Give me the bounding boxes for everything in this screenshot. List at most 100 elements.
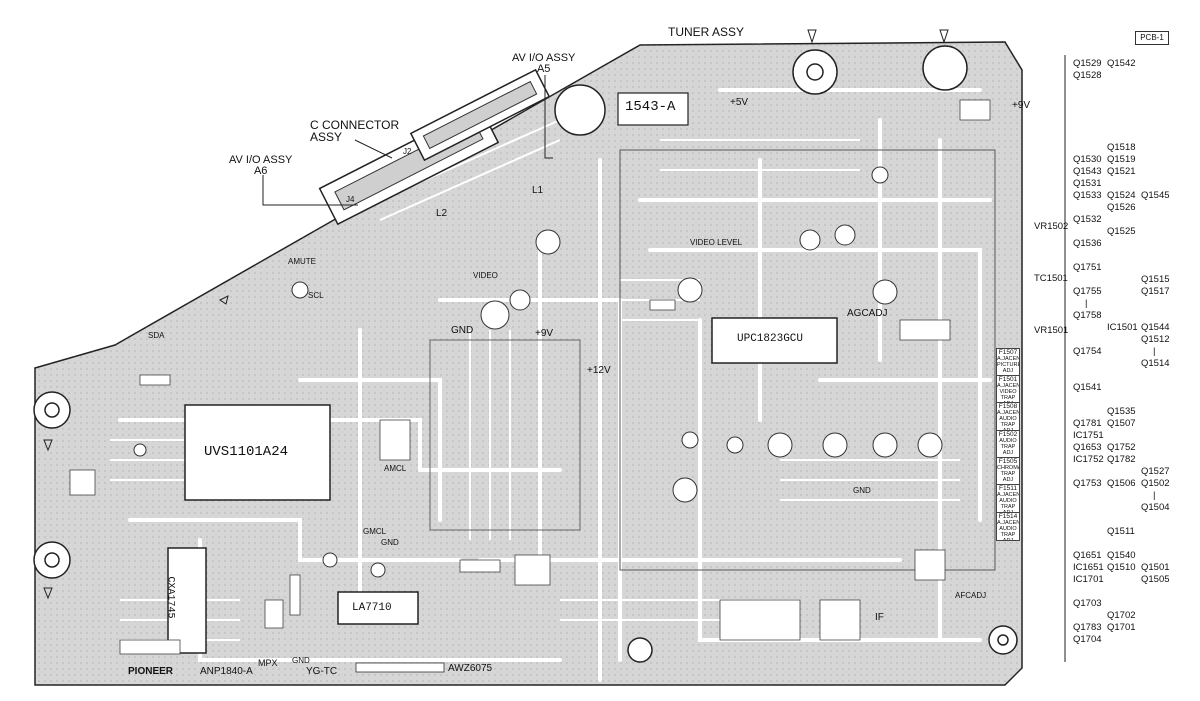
reference-designator	[1073, 250, 1104, 262]
plus9v-a-label: +9V	[535, 328, 554, 339]
reference-designator	[1073, 202, 1104, 214]
ic-cxa-body	[167, 547, 207, 654]
reference-designator: Q1521	[1107, 166, 1136, 177]
triangle-markers	[43, 29, 949, 600]
adjuster-ref: F1514	[998, 513, 1018, 520]
reference-designator	[1141, 430, 1170, 442]
reference-designator	[1141, 226, 1170, 238]
reference-designator	[1073, 82, 1104, 94]
reference-designator: Q1530	[1073, 154, 1102, 165]
reference-designator	[1141, 142, 1170, 154]
reference-designator	[1107, 178, 1138, 190]
reference-designator	[1107, 286, 1138, 298]
reference-designator	[1107, 82, 1138, 94]
pcb-tag: PCB-1	[1135, 31, 1169, 45]
ygtc-label: YG-TC	[306, 666, 338, 677]
sda-label: SDA	[148, 331, 165, 340]
reference-designator	[1141, 130, 1170, 142]
l1-label: L1	[532, 185, 544, 196]
l2-label: L2	[436, 208, 448, 219]
reference-designator	[1141, 58, 1170, 70]
av-io-a6-label: AV I/O ASSY A6	[229, 155, 292, 177]
reference-designator	[1141, 154, 1170, 166]
adjuster-text: AUDIO TRAP ADJ	[999, 438, 1017, 456]
reference-designator: Q1536	[1073, 238, 1102, 249]
reference-designator	[1107, 358, 1138, 370]
ic-upc-body	[711, 317, 838, 364]
ic-la-body	[337, 591, 419, 625]
amute-label: AMUTE	[288, 257, 316, 266]
reference-designator: IC1651	[1073, 562, 1104, 573]
reference-designator: Q1514	[1141, 358, 1170, 369]
agcadj-label: AGCADJ	[847, 308, 888, 319]
video-label: VIDEO	[473, 271, 498, 280]
adjuster-ref: F1505	[998, 458, 1018, 465]
reference-designator: VR1502	[1034, 221, 1069, 232]
reference-designator	[1073, 274, 1104, 286]
reference-designator: Q1531	[1073, 178, 1102, 189]
ref-col-1: VR1502 TC1501 VR1501	[1034, 214, 1068, 344]
reference-designator	[1141, 106, 1170, 118]
gnd2-label: GND	[381, 538, 399, 547]
reference-designator: |	[1085, 298, 1088, 309]
adjuster-text: A.JACENT VIDEO TRAP ADJ	[997, 383, 1020, 403]
gnd3-label: GND	[853, 486, 871, 495]
reference-designator: Q1533	[1073, 190, 1102, 201]
reference-designator	[1073, 358, 1104, 370]
reference-designator: Q1529	[1073, 58, 1102, 69]
reference-designator: Q1517	[1141, 286, 1170, 297]
reference-designator	[1107, 106, 1138, 118]
reference-designator: Q1653	[1073, 442, 1102, 453]
reference-designator: Q1758	[1073, 310, 1102, 321]
reference-designator: Q1754	[1073, 346, 1102, 357]
gnd-label: GND	[451, 325, 474, 336]
adjuster-text: A.JACENT PICTURE ADJ	[997, 356, 1020, 374]
reference-designator: Q1518	[1107, 142, 1136, 153]
reference-designator	[1107, 586, 1138, 598]
reference-designator	[1073, 106, 1104, 118]
reference-designator	[1141, 166, 1170, 178]
reference-designator: Q1544	[1141, 322, 1170, 333]
reference-designator	[1107, 382, 1138, 394]
reference-designator: Q1542	[1107, 58, 1136, 69]
reference-designator: Q1501	[1141, 562, 1170, 573]
part-1543-body	[617, 92, 689, 126]
reference-designator	[1107, 334, 1138, 346]
reference-designator: Q1782	[1107, 454, 1136, 465]
reference-designator	[1107, 298, 1138, 310]
adjuster-text: A.JACENT AUDIO TRAP ADJ	[997, 492, 1020, 512]
adjuster-text: A.JACENT AUDIO TRAP ADJ	[997, 410, 1020, 430]
reference-designator: Q1545	[1141, 190, 1170, 201]
reference-designator	[1107, 94, 1138, 106]
plus9v-b-label: +9V	[1012, 100, 1031, 111]
reference-designator	[1107, 70, 1138, 82]
reference-designator	[1073, 394, 1104, 406]
reference-designator	[1107, 310, 1138, 322]
av-io-a5-label: AV I/O ASSY A5	[512, 53, 575, 75]
reference-designator	[1141, 526, 1170, 538]
reference-designator	[1141, 550, 1170, 562]
reference-designator	[1073, 142, 1104, 154]
reference-designator	[1073, 406, 1104, 418]
tuner-assy-label: TUNER ASSY	[668, 25, 745, 39]
reference-designator	[1073, 334, 1104, 346]
reference-designator	[1141, 454, 1170, 466]
anp-label: ANP1840-A	[200, 666, 253, 677]
reference-designator: Q1755	[1073, 286, 1102, 297]
reference-designator	[1107, 118, 1138, 130]
reference-designator	[1073, 94, 1104, 106]
reference-designator: |	[1153, 490, 1156, 501]
awz-label: AWZ6075	[448, 663, 493, 674]
reference-designator: Q1528	[1073, 70, 1102, 81]
reference-designator: Q1651	[1073, 550, 1102, 561]
reference-designator	[1141, 214, 1170, 226]
reference-designator: Q1753	[1073, 478, 1102, 489]
reference-designator	[1107, 502, 1138, 514]
av-io-a6-line2: A6	[253, 165, 268, 177]
av-io-a5-line2: A5	[536, 63, 551, 75]
reference-designator	[1141, 538, 1170, 550]
gmcl-label: GMCL	[363, 527, 387, 536]
